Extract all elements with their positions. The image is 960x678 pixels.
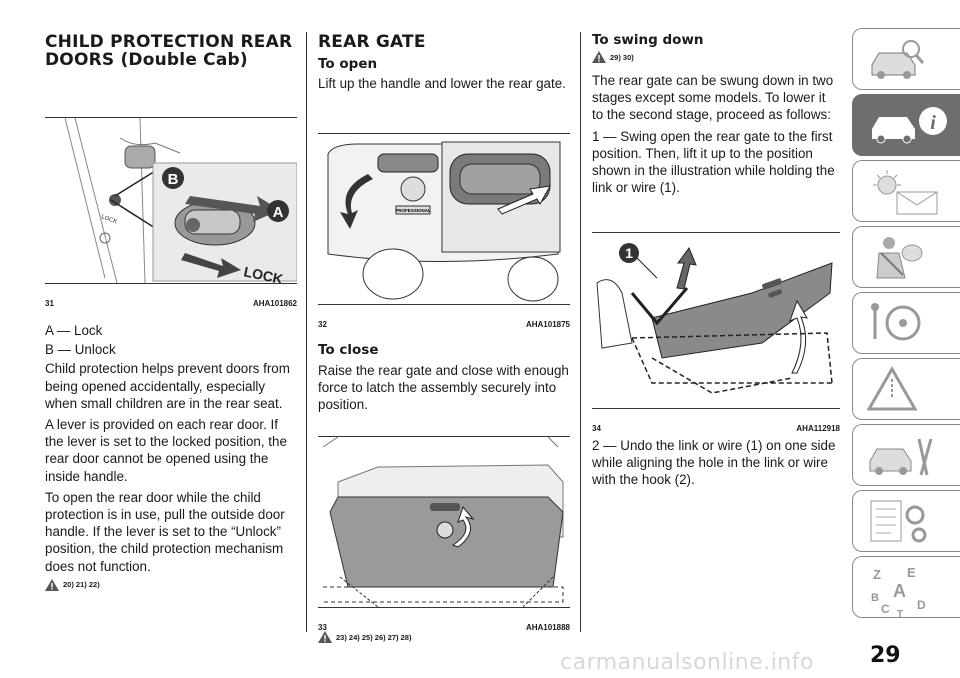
svg-text:A: A [273,204,284,221]
door-lever-illustration: LOCK B A LOCK [45,118,297,283]
car-info-icon: i [872,107,947,144]
warning-light-message-icon [873,170,938,215]
tab-technical-specs[interactable] [852,490,960,552]
svg-text:E: E [907,565,916,580]
svg-text:T: T [897,609,903,619]
to-open-text: Lift up the handle and lower the rear ga… [318,76,566,91]
child-protection-para-3: To open the rear door while the child pr… [45,489,285,574]
svg-text:C: C [881,602,890,616]
warning-triangle-icon [45,578,59,591]
tab-starting-driving[interactable] [852,292,960,354]
tab-emergency[interactable] [852,358,960,420]
rear-gate-closed-illustration [318,437,570,607]
car-tools-icon [869,438,933,476]
gate-link-wire-illustration: 1 [592,233,840,408]
callout-1 [619,243,639,263]
section-heading-rear-gate: REAR GATE [318,32,426,52]
tab-car-search[interactable] [852,28,960,90]
watermark: carmanualsonline.info [560,650,814,675]
to-close-text: Raise the rear gate and close with enoug… [318,363,569,413]
child-protection-para-1: Child protection helps prevent doors fro… [45,361,290,411]
column-divider-2 [580,32,581,632]
callout-a [267,200,289,222]
svg-text:B: B [168,171,179,188]
callout-b [162,167,184,189]
warning-refs-col1: 20) 21) 22) [45,578,297,591]
specifications-gear-icon [870,500,927,543]
airbag-seatbelt-icon [876,237,923,279]
subheading-to-close: To close [318,342,379,358]
svg-text:B: B [871,592,879,604]
road-warning-icon [867,365,918,411]
figure-34: 1 34 AHA112918 [592,232,840,433]
figure-32: PROFESSIONAL 32 AHA101875 [318,133,570,329]
section-heading-child-protection: CHILD PROTECTION REAR DOORS (Double Cab) [45,32,293,70]
figure-31: LOCK B A LOCK 31 AHA101862 [45,117,297,308]
car-search-icon [871,40,925,79]
tab-alphabetical-index[interactable]: Z E B A C T D [852,556,960,619]
column-divider-1 [306,32,307,632]
rear-gate-handle-illustration: PROFESSIONAL [318,134,570,304]
warning-refs-col3: 29) 30) [592,51,634,63]
page-number: 29 [870,643,901,668]
subheading-to-swing-down: To swing down [592,32,704,48]
legend-b: B — Unlock [45,342,116,358]
fig31-lock-small: LOCK [100,214,117,225]
figure-33: 33 AHA101888 [318,436,570,632]
tab-car-info[interactable]: i [852,94,960,156]
swing-down-step-2: 2 — Undo the link or wire (1) on one sid… [592,438,836,488]
tab-safety[interactable] [852,226,960,288]
svg-text:D: D [917,598,926,612]
tab-warning-lights[interactable] [852,160,960,222]
steering-key-icon [871,303,921,341]
swing-down-step-1: 1 — Swing open the rear gate to the firs… [592,128,835,196]
child-protection-para-2: A lever is provided on each rear door. I… [45,417,287,484]
warning-triangle-icon [318,631,332,643]
svg-text:Z: Z [873,567,881,582]
tab-maintenance[interactable] [852,424,960,486]
professional-badge: PROFESSIONAL [395,208,431,213]
svg-text:i: i [930,112,936,134]
svg-text:1: 1 [625,245,633,261]
alphabetical-index-icon: Z E B A C T D [871,565,926,619]
warning-triangle-icon [592,51,606,63]
warning-refs-col2: 23) 24) 25) 26) 27) 28) [318,631,411,643]
legend-a: A — Lock [45,323,103,338]
swing-down-para-1: The rear gate can be swung down in two s… [592,73,834,123]
svg-text:A: A [893,581,906,601]
subheading-to-open: To open [318,56,378,72]
